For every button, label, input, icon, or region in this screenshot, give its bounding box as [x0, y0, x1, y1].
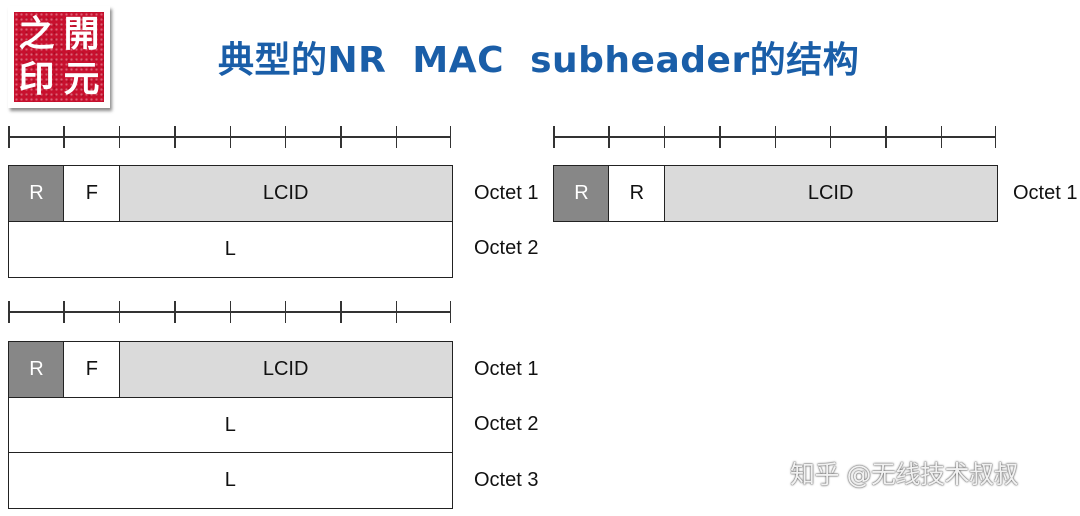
ruler-tick	[395, 126, 398, 148]
octet-label: Octet 2	[474, 237, 539, 260]
logo-char: 元	[63, 59, 100, 100]
field-lcid: LCID	[663, 165, 998, 222]
field-lcid: LCID	[118, 341, 453, 398]
ruler-tick	[774, 126, 776, 148]
ruler-tick	[118, 126, 121, 148]
ruler-tick	[284, 126, 287, 148]
logo-char: 之	[18, 14, 55, 55]
field-l: L	[8, 452, 453, 509]
field-r: R	[553, 165, 610, 222]
ruler-tick	[229, 126, 231, 148]
field-r: R	[8, 165, 65, 222]
ruler-tick	[940, 126, 943, 148]
field-r: R	[8, 341, 65, 398]
ruler-tick	[174, 126, 176, 148]
ruler-tick	[63, 301, 65, 323]
ruler-tick	[829, 126, 832, 148]
ruler-tick	[553, 126, 555, 148]
octet-label: Octet 3	[474, 468, 539, 491]
field-f: F	[63, 165, 121, 222]
watermark: 知乎 @无线技术叔叔	[790, 460, 1018, 489]
ruler-tick	[449, 126, 451, 148]
ruler-tick	[395, 301, 398, 323]
ruler-tick	[663, 126, 666, 148]
field-r: R	[608, 165, 666, 222]
field-lcid: LCID	[118, 165, 453, 222]
ruler-tick	[449, 301, 451, 323]
ruler-tick	[994, 126, 996, 148]
logo: 之 開 印 元	[8, 6, 110, 108]
ruler-tick	[229, 301, 231, 323]
octet-label: Octet 1	[474, 181, 539, 204]
octet-label: Octet 1	[474, 357, 539, 380]
bit-ruler	[8, 301, 451, 323]
field-f: F	[63, 341, 121, 398]
ruler-tick	[8, 301, 10, 323]
ruler-tick	[174, 301, 176, 323]
ruler-tick	[8, 126, 10, 148]
ruler-tick	[284, 301, 287, 323]
octet-label: Octet 1	[1013, 181, 1078, 204]
ruler-tick	[340, 126, 342, 148]
octet-label: Octet 2	[474, 413, 539, 436]
logo-char: 印	[18, 59, 55, 100]
ruler-tick	[118, 301, 121, 323]
bit-ruler	[8, 126, 451, 148]
ruler-tick	[885, 126, 887, 148]
ruler-tick	[340, 301, 342, 323]
ruler-tick	[719, 126, 721, 148]
ruler-tick	[608, 126, 610, 148]
ruler-tick	[63, 126, 65, 148]
field-l: L	[8, 396, 453, 454]
page-title: 典型的NR MAC subheader的结构	[218, 40, 860, 81]
logo-seal: 之 開 印 元	[14, 12, 104, 102]
logo-char: 開	[63, 14, 100, 55]
bit-ruler	[553, 126, 996, 148]
field-l: L	[8, 220, 453, 278]
